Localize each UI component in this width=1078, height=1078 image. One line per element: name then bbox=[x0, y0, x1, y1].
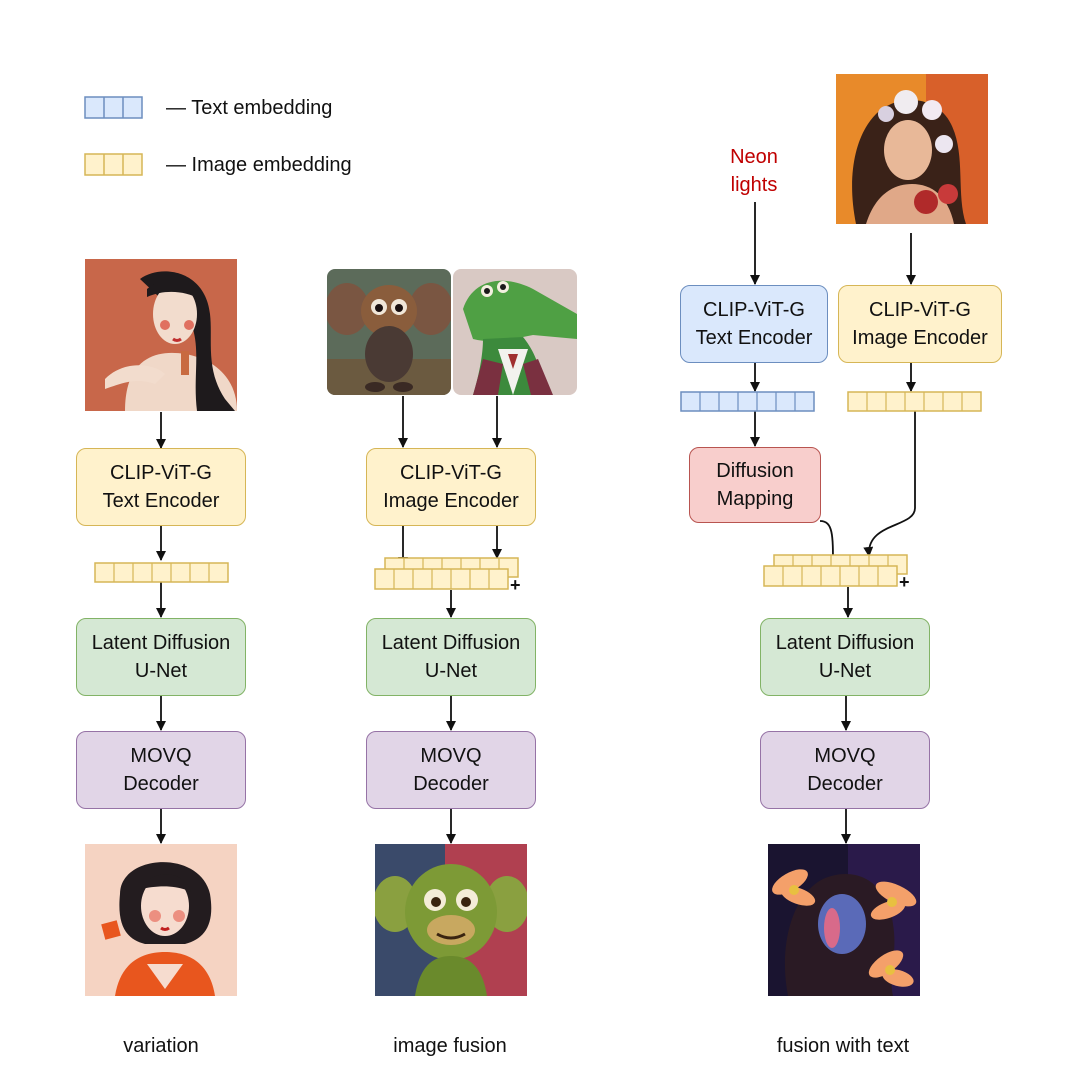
legend-image-embedding-label: — Image embedding bbox=[166, 154, 352, 176]
fusion-decoder-line1: MOVQ bbox=[814, 745, 876, 767]
fusion-plus-sign: + bbox=[899, 572, 910, 592]
fusion-text-encoder-line1: CLIP-ViT-G bbox=[703, 299, 805, 321]
image-fusion-input-image-1 bbox=[327, 269, 451, 395]
variation-unet-line2: U-Net bbox=[134, 660, 188, 682]
image-fusion-arrows bbox=[398, 396, 502, 844]
image-fusion-encoder-line1: CLIP-ViT-G bbox=[400, 462, 502, 484]
variation-text-encoder-box: CLIP-ViT-G Text Encoder bbox=[76, 448, 246, 526]
image-fusion-unet-line1: Latent Diffusion bbox=[381, 632, 521, 654]
fusion-text-embedding bbox=[680, 391, 815, 412]
fusion-with-text-caption: fusion with text bbox=[776, 1035, 910, 1057]
variation-caption: variation bbox=[123, 1035, 199, 1057]
image-fusion-plus-sign: + bbox=[510, 575, 521, 595]
diffusion-mapping-line1: Diffusion bbox=[716, 460, 794, 482]
text-prompt-line1: Neon bbox=[730, 146, 778, 168]
text-prompt: Neon lights bbox=[704, 143, 804, 199]
variation-unet-line1: Latent Diffusion bbox=[91, 632, 231, 654]
fusion-text-encoder-line2: Text Encoder bbox=[695, 327, 813, 349]
fusion-image-encoder-box: CLIP-ViT-G Image Encoder bbox=[838, 285, 1002, 363]
image-fusion-stacked-embeddings bbox=[374, 557, 519, 590]
image-fusion-output-image bbox=[375, 844, 527, 996]
image-fusion-decoder-box: MOVQ Decoder bbox=[366, 731, 536, 809]
image-fusion-decoder-line2: Decoder bbox=[413, 773, 489, 795]
image-fusion-caption: image fusion bbox=[393, 1035, 507, 1057]
variation-output-image bbox=[85, 844, 237, 996]
variation-image-embedding bbox=[94, 562, 229, 583]
fusion-image-embedding bbox=[847, 391, 982, 412]
image-fusion-image-encoder-box: CLIP-ViT-G Image Encoder bbox=[366, 448, 536, 526]
fusion-decoder-box: MOVQ Decoder bbox=[760, 731, 930, 809]
fusion-with-text-arrows bbox=[750, 202, 916, 844]
image-fusion-decoder-line1: MOVQ bbox=[420, 745, 482, 767]
image-fusion-input-image-2 bbox=[453, 269, 577, 395]
image-fusion-unet-line2: U-Net bbox=[424, 660, 478, 682]
fusion-output-image bbox=[768, 844, 920, 996]
variation-input-image bbox=[85, 259, 237, 411]
text-prompt-line2: lights bbox=[730, 174, 778, 196]
fusion-stacked-embeddings bbox=[763, 554, 908, 587]
variation-text-encoder-line1: CLIP-ViT-G bbox=[110, 462, 212, 484]
variation-decoder-box: MOVQ Decoder bbox=[76, 731, 246, 809]
legend-text-embedding-label: — Text embedding bbox=[166, 97, 333, 119]
diffusion-mapping-line2: Mapping bbox=[716, 488, 794, 510]
fusion-text-encoder-box: CLIP-ViT-G Text Encoder bbox=[680, 285, 828, 363]
image-fusion-encoder-line2: Image Encoder bbox=[383, 490, 519, 512]
fusion-image-encoder-line2: Image Encoder bbox=[852, 327, 988, 349]
fusion-image-encoder-line1: CLIP-ViT-G bbox=[869, 299, 971, 321]
legend-text-embedding-strip bbox=[84, 96, 143, 119]
legend-image-embedding-strip bbox=[84, 153, 143, 176]
variation-text-encoder-line2: Text Encoder bbox=[102, 490, 220, 512]
variation-decoder-line2: Decoder bbox=[123, 773, 199, 795]
fusion-input-image bbox=[836, 74, 988, 224]
variation-decoder-line1: MOVQ bbox=[130, 745, 192, 767]
fusion-unet-line1: Latent Diffusion bbox=[775, 632, 915, 654]
fusion-unet-line2: U-Net bbox=[818, 660, 872, 682]
fusion-decoder-line2: Decoder bbox=[807, 773, 883, 795]
